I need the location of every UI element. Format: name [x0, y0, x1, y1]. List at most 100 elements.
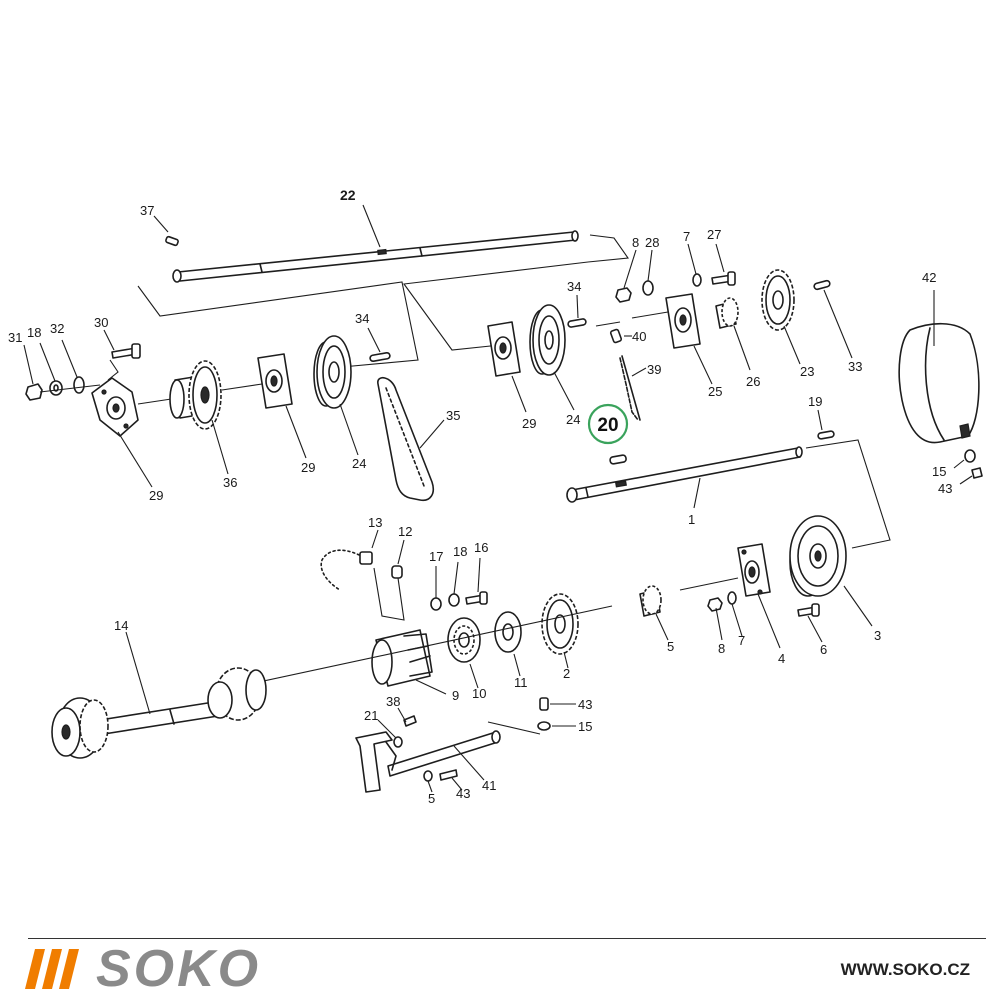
pulley-24-right: [529, 304, 575, 411]
callout-7-bottom: 7: [738, 633, 745, 648]
callout-24-right: 24: [566, 412, 580, 427]
callout-15-lower: 15: [578, 719, 592, 734]
axis-line-lower: [221, 605, 613, 691]
callout-34-left: 34: [355, 311, 369, 326]
hardware-31-18-32: [23, 339, 101, 401]
callout-39: 39: [647, 362, 661, 377]
soko-logo: SOKO: [25, 940, 262, 998]
callout-29-mid: 29: [301, 460, 315, 475]
brand-name: SOKO: [96, 940, 262, 998]
website-url[interactable]: WWW.SOKO.CZ: [840, 960, 970, 979]
lever-41: [355, 730, 501, 793]
callout-26: 26: [746, 374, 760, 389]
callout-34-right: 34: [567, 279, 581, 294]
pulley-3: [789, 515, 873, 627]
callout-40: 40: [632, 329, 646, 344]
pin-34-right: [567, 294, 621, 328]
callout-30: 30: [94, 315, 108, 330]
callout-12: 12: [398, 524, 412, 539]
callout-28: 28: [645, 235, 659, 250]
callout-18-top: 18: [27, 325, 41, 340]
callout-42: 42: [922, 270, 936, 285]
bolt-30: [103, 329, 141, 381]
logo-bars-icon: [25, 949, 79, 989]
callout-17: 17: [429, 549, 443, 564]
shaft-1: [566, 446, 803, 509]
bearing-flange-29-mid: [221, 353, 307, 459]
callout-3: 3: [874, 628, 881, 643]
leader-13-12-to-9: [373, 567, 405, 621]
callout-25: 25: [708, 384, 722, 399]
callout-24-left: 24: [352, 456, 366, 471]
key-20: [609, 454, 627, 465]
belt-35: [377, 377, 445, 502]
hardware-15-43-right: [953, 449, 983, 485]
shaft-22: [172, 204, 579, 283]
callout-5-lever: 5: [428, 791, 435, 806]
sprocket-5: [639, 585, 669, 641]
bolt-6: [797, 603, 823, 643]
callout-16: 16: [474, 540, 488, 555]
callout-43-right: 43: [938, 481, 952, 496]
callout-21: 21: [364, 708, 378, 723]
callout-41: 41: [482, 778, 496, 793]
callout-7-top: 7: [683, 229, 690, 244]
nut-8-top: [615, 249, 637, 303]
nut-8-washer-7-bottom: [707, 591, 743, 641]
pin-37: [153, 215, 179, 247]
assembly-outline-right: [805, 439, 891, 549]
callout-35: 35: [446, 408, 460, 423]
bearing-10: [447, 617, 481, 689]
chain-13: [320, 529, 379, 591]
callout-43-lower: 43: [578, 697, 592, 712]
bolt-43-washer-15-lower: [537, 697, 576, 731]
highlight-ring: [587, 403, 629, 445]
bearing-flange-25: [631, 293, 713, 385]
callout-2: 2: [563, 666, 570, 681]
bearing-flange-29-right: [487, 321, 527, 413]
pto-shaft-14: [51, 631, 267, 759]
callout-15-right: 15: [932, 464, 946, 479]
callout-1: 1: [688, 512, 695, 527]
axis-line-right: [679, 577, 739, 591]
axis-line-lever: [487, 721, 541, 735]
hardware-17-18-16: [430, 557, 488, 611]
washer-28: [642, 249, 654, 296]
pin-33: [813, 279, 853, 359]
callout-23: 23: [800, 364, 814, 379]
page-footer: SOKO WWW.SOKO.CZ: [0, 930, 1000, 1000]
chain-link-40: [609, 328, 632, 344]
callout-36: 36: [223, 475, 237, 490]
callout-38: 38: [386, 694, 400, 709]
bolt-7-27-top: [687, 243, 736, 287]
sprocket-26: [715, 297, 751, 371]
callout-43-lever: 43: [456, 786, 470, 801]
callout-14: 14: [114, 618, 128, 633]
callout-8-top: 8: [632, 235, 639, 250]
callout-6: 6: [820, 642, 827, 657]
callout-33: 33: [848, 359, 862, 374]
footer-divider: [28, 938, 986, 939]
callout-29-left: 29: [149, 488, 163, 503]
bearing-flange-4: [737, 543, 781, 649]
chain-39: [619, 355, 647, 421]
callout-19: 19: [808, 394, 822, 409]
bearing-flange-29-left: [91, 377, 153, 488]
callout-4: 4: [778, 651, 785, 666]
callout-18-bottom: 18: [453, 544, 467, 559]
pin-34-left: [367, 327, 391, 363]
callout-29-right: 29: [522, 416, 536, 431]
bolt-43-washer-5-lever: [423, 769, 463, 793]
highlighted-callout-20: 20: [587, 403, 629, 445]
callout-20: 20: [597, 415, 618, 436]
cover-42: [898, 290, 980, 444]
callout-13: 13: [368, 515, 382, 530]
housing-9: [371, 629, 447, 695]
callout-11: 11: [514, 675, 528, 690]
pulley-24-left: [313, 335, 359, 456]
callout-5-right: 5: [667, 639, 674, 654]
callout-22: 22: [340, 187, 356, 203]
assembly-outline-top: [137, 234, 629, 368]
sprocket-36: [137, 360, 229, 475]
callout-9: 9: [452, 688, 459, 703]
